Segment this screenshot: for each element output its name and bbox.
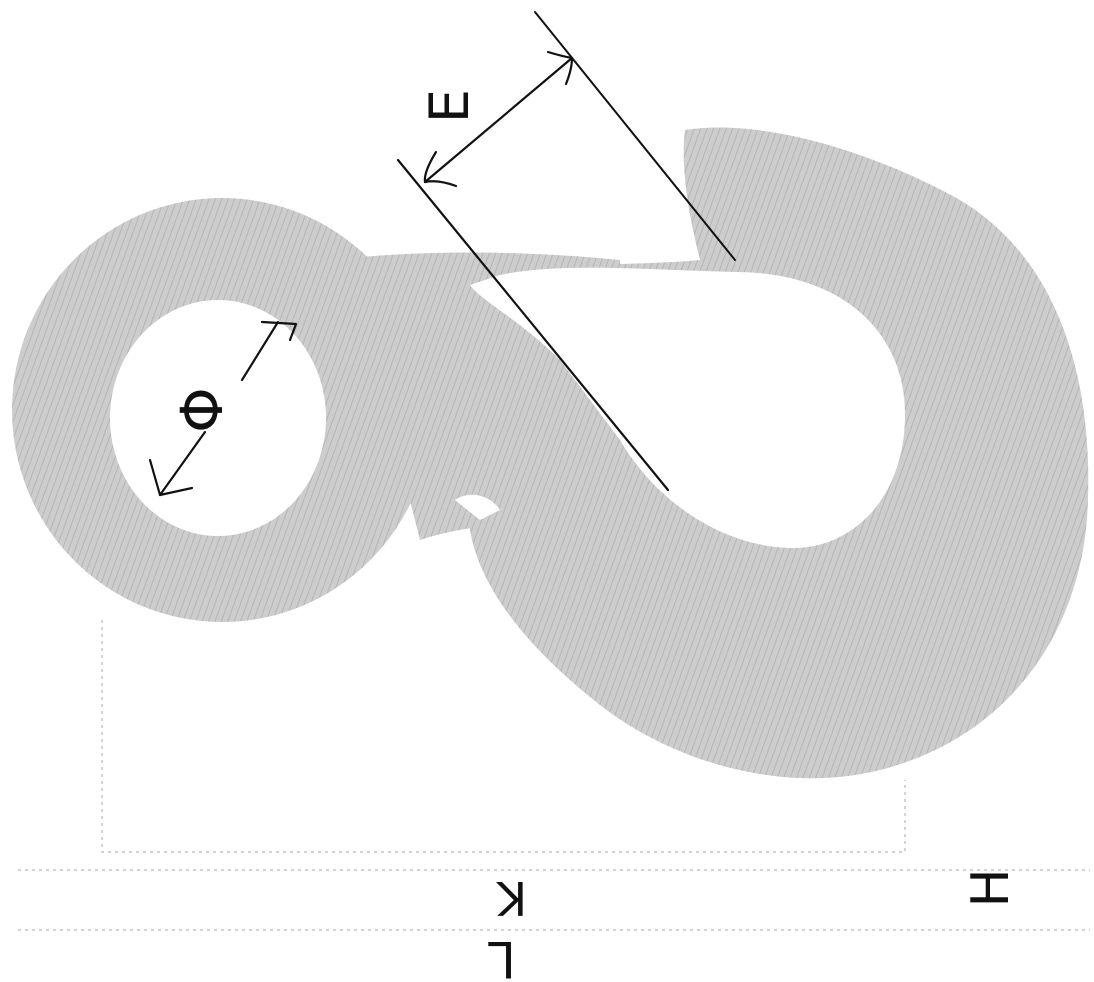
label-h: H: [961, 868, 1021, 907]
e-arrow-shaft: [423, 56, 574, 184]
label-e: E: [418, 89, 481, 123]
e-arrow-head-lower: [423, 150, 458, 188]
label-l: L: [488, 930, 516, 982]
dimension-e: E: [396, 11, 736, 492]
e-line-outer: [534, 11, 736, 261]
diameter-arrow-lower: [158, 430, 207, 497]
hook-main-body: [469, 127, 1089, 779]
diameter-arrow-head-top: [260, 320, 298, 342]
label-k: K: [495, 871, 527, 925]
hook-body: [12, 127, 1089, 779]
e-arrow-head-upper: [546, 50, 574, 86]
e-line-inner: [396, 158, 670, 492]
hook-eye-ring: [12, 198, 432, 622]
label-diameter: Φ: [168, 387, 236, 433]
diameter-arrow-head-bottom: [148, 458, 194, 497]
dimension-diameter: Φ: [148, 320, 298, 497]
guide-lines: [18, 620, 1090, 931]
diameter-arrow-upper: [240, 320, 280, 382]
